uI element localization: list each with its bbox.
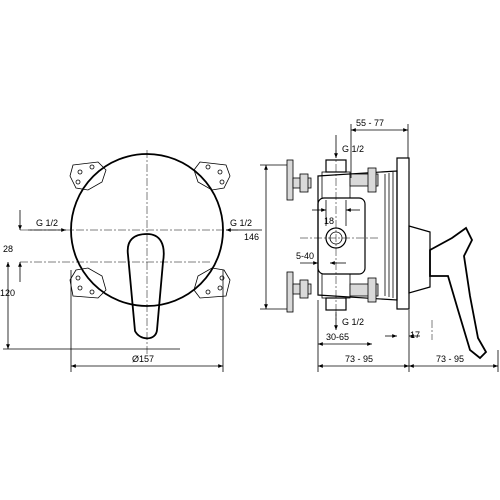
dim-right-73-95: 73 - 95 [436, 354, 464, 364]
mounting-plate-top-left [69, 161, 107, 191]
pipe-left-top [286, 159, 312, 201]
inlet-left-label: G 1/2 [36, 218, 58, 228]
dim-5-40: 5-40 [296, 251, 314, 261]
mounting-plate-top-right [193, 161, 231, 191]
pipe-right-bottom [349, 277, 379, 303]
wall-plate [396, 157, 410, 310]
body-ribs [384, 172, 394, 298]
dim-17: 17 [410, 330, 420, 340]
lever-handle [126, 233, 165, 340]
mounting-plate-bottom-right [193, 267, 231, 299]
dim-30-65: 30-65 [326, 332, 349, 342]
dim-55-77: 55 - 77 [356, 118, 384, 128]
dim-left-73-95: 73 - 95 [345, 354, 373, 364]
side-view: G 1/2 G 1/2 55 - 77 146 18 5-40 17 30-65 [244, 118, 499, 372]
inlet-right-label: G 1/2 [230, 218, 252, 228]
dim-146: 146 [244, 232, 259, 242]
dim-diameter: Ø157 [132, 354, 154, 364]
side-lever [429, 226, 488, 360]
pipe-left-bottom [286, 271, 312, 313]
front-view: G 1/2 G 1/2 28 120 Ø157 [0, 150, 262, 372]
dim-28: 28 [3, 244, 13, 254]
port-top-label: G 1/2 [342, 144, 364, 154]
pipe-right-top [349, 167, 379, 193]
dim-18: 18 [324, 216, 334, 226]
dim-120: 120 [0, 288, 15, 298]
handle-hub [408, 225, 431, 294]
mounting-plate-bottom-left [69, 267, 107, 299]
port-bottom-label: G 1/2 [342, 317, 364, 327]
